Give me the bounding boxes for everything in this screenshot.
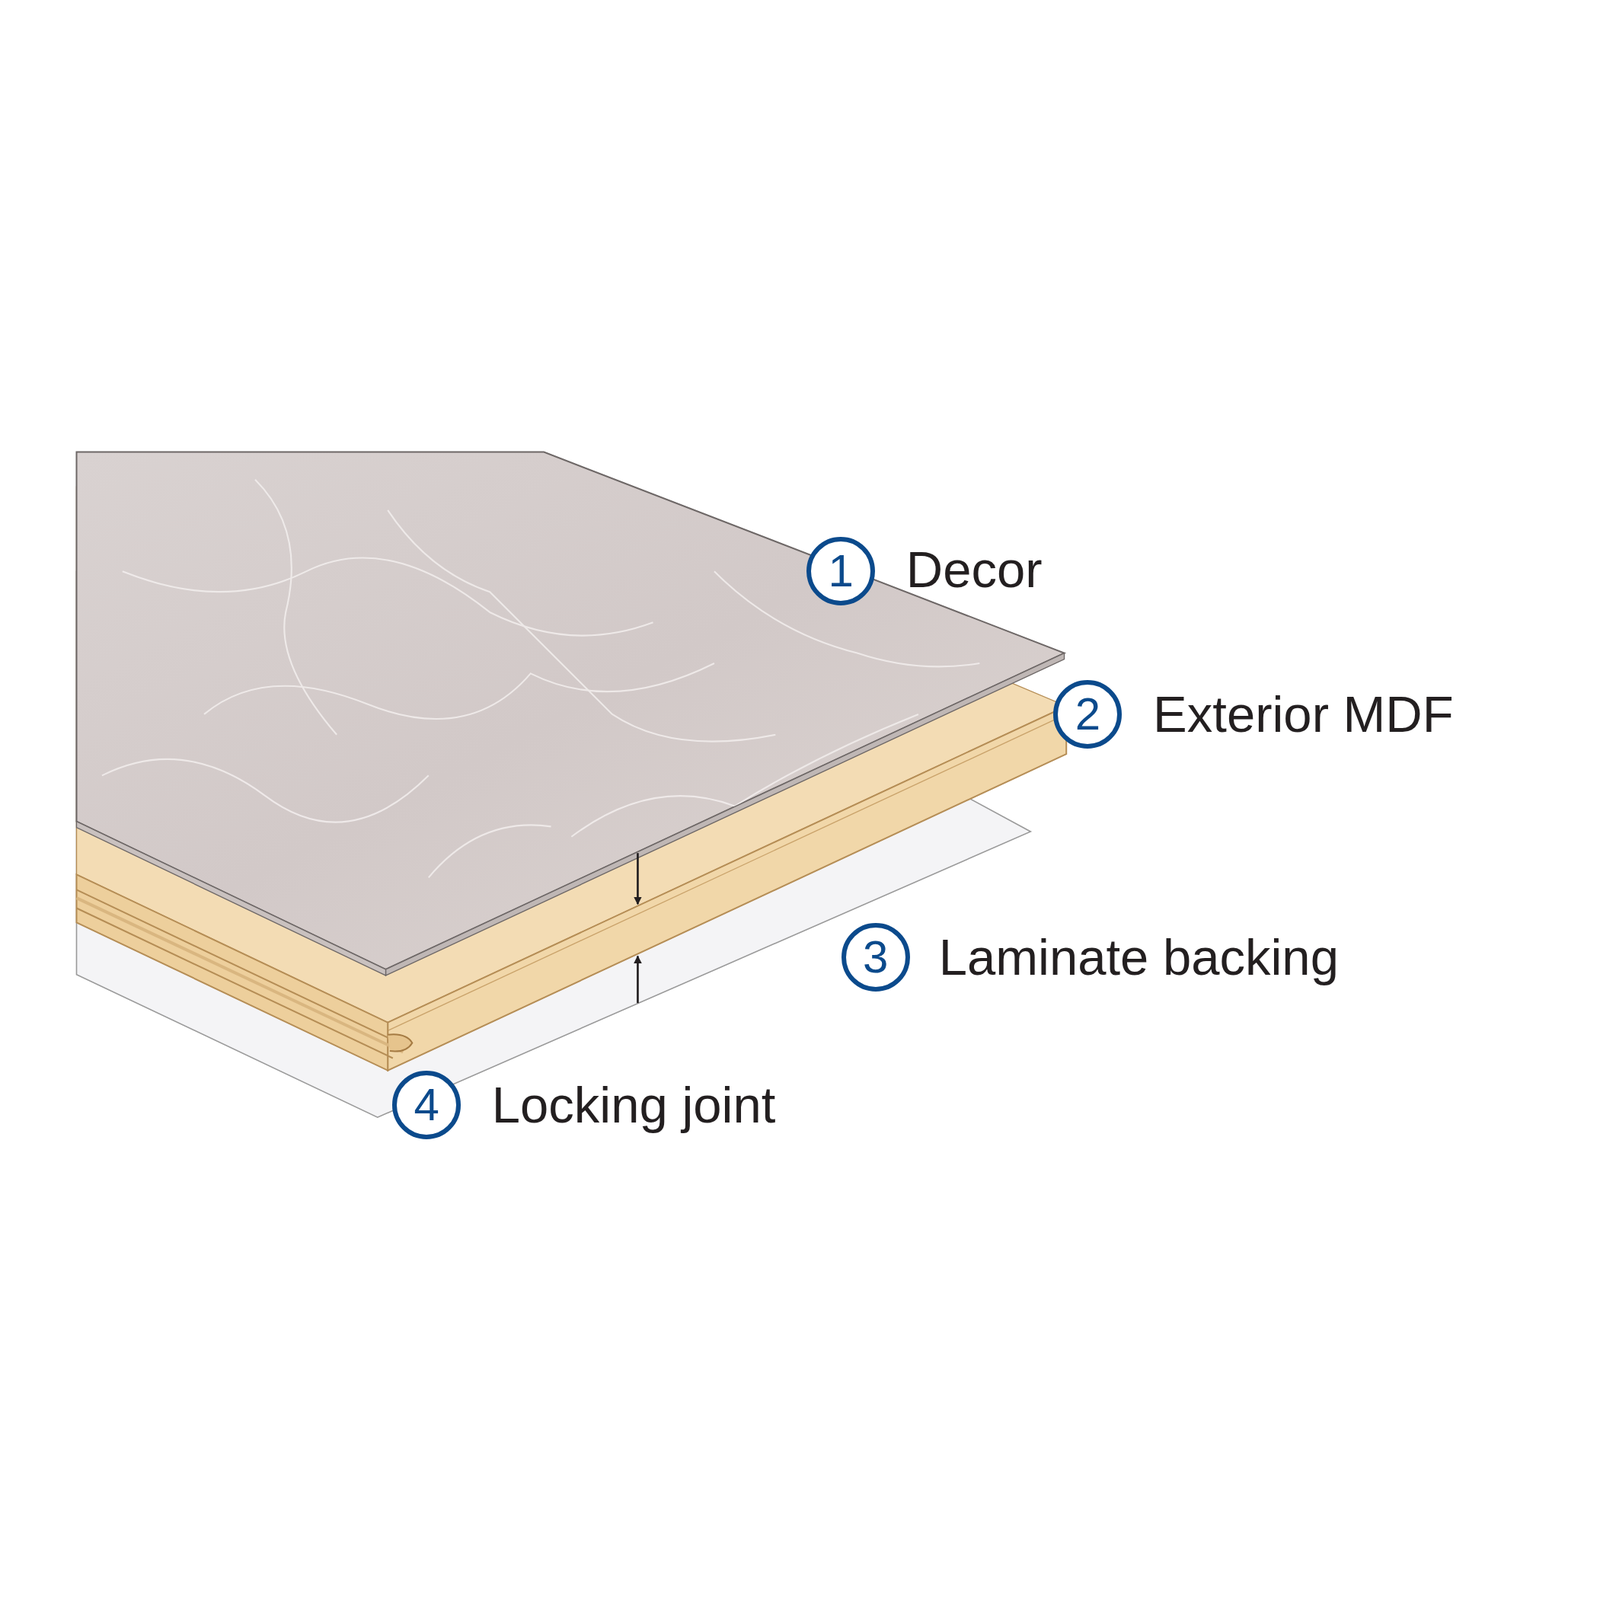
- callout-number: 3: [862, 934, 888, 981]
- part-name: Decor: [906, 541, 1043, 598]
- decor-edge: [76, 821, 386, 976]
- callout-circle: 4: [392, 1070, 461, 1140]
- callout-number: 2: [1075, 691, 1101, 738]
- callout-circle: 1: [806, 536, 876, 606]
- callout-circle: 2: [1053, 680, 1122, 749]
- callout-number: 4: [413, 1082, 439, 1128]
- part-name: Locking joint: [491, 1076, 776, 1134]
- callout-circle: 3: [841, 922, 911, 992]
- callout-number: 1: [827, 548, 853, 595]
- marble-veins: [102, 479, 980, 879]
- decor-edge: [385, 653, 1064, 976]
- thickness-arrow: [636, 852, 639, 904]
- groove-profile: [387, 1034, 412, 1051]
- thickness-arrow: [636, 956, 639, 1004]
- part-name: Laminate backing: [938, 929, 1339, 986]
- part-name: Exterior MDF: [1152, 686, 1454, 743]
